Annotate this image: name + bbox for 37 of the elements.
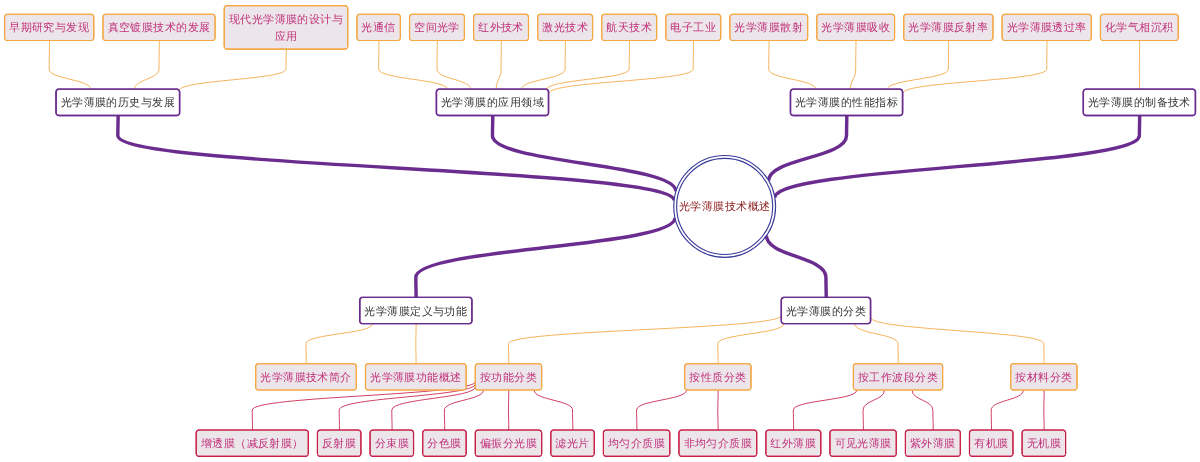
connector (338, 383, 477, 431)
connector (508, 389, 510, 431)
connector (636, 389, 687, 431)
connector (521, 40, 566, 90)
connector (902, 40, 1048, 94)
connector (391, 386, 477, 431)
connector (764, 235, 828, 298)
connector (533, 389, 574, 431)
connector (378, 40, 449, 90)
connector (792, 389, 858, 431)
connector (717, 323, 785, 365)
connector (1138, 40, 1141, 90)
connector (415, 323, 417, 365)
connector (178, 48, 287, 91)
connector (870, 317, 1045, 365)
connector (990, 389, 1024, 431)
connector (850, 40, 857, 90)
connector (414, 216, 677, 298)
connector (717, 389, 719, 431)
connector (444, 389, 484, 431)
connector (116, 115, 676, 202)
connector (548, 40, 694, 94)
connector (911, 389, 934, 431)
connector (886, 40, 950, 90)
connector (854, 323, 899, 365)
connector (490, 115, 678, 193)
connector (767, 115, 849, 182)
connector (862, 389, 885, 431)
connector (495, 40, 502, 90)
connector (48, 40, 92, 90)
connector (305, 323, 373, 365)
connector (768, 40, 817, 90)
connector (546, 40, 630, 90)
connector (1043, 389, 1045, 431)
connector (508, 315, 783, 365)
connector (436, 40, 472, 90)
connector (134, 40, 160, 90)
